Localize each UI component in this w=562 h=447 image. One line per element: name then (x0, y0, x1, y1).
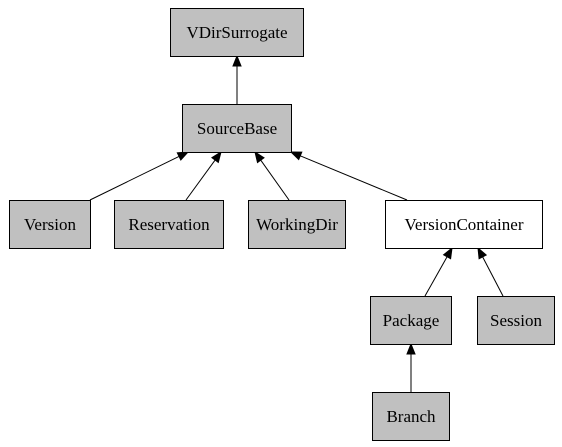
node-package: Package (370, 296, 452, 345)
node-sourcebase: SourceBase (182, 104, 292, 153)
node-label: VersionContainer (405, 215, 524, 234)
node-box (385, 200, 543, 249)
edge-line (185, 159, 216, 201)
edge-session-to-versioncontainer (477, 246, 504, 297)
edge-branch-to-package (406, 342, 416, 392)
node-label: SourceBase (197, 119, 277, 138)
edge-line (260, 159, 290, 201)
arrow-head (211, 150, 222, 164)
arrow-head (442, 246, 453, 260)
edge-package-to-versioncontainer (424, 246, 453, 297)
edge-line (89, 155, 180, 201)
node-workingdir: WorkingDir (248, 200, 346, 249)
node-box (170, 8, 304, 57)
node-version: Version (9, 200, 91, 249)
node-box (182, 104, 292, 153)
node-label: WorkingDir (256, 215, 338, 234)
edge-sourcebase-to-vdirsurrogate (232, 54, 242, 104)
node-branch: Branch (372, 392, 450, 441)
edge-reservation-to-sourcebase (185, 150, 222, 201)
node-label: Branch (386, 407, 436, 426)
edge-versioncontainer-to-sourcebase (289, 151, 408, 201)
arrow-head (254, 150, 265, 164)
node-label: Session (490, 311, 542, 330)
node-label: Package (383, 311, 440, 330)
arrow-head (176, 151, 190, 161)
node-box (248, 200, 346, 249)
edge-workingdir-to-sourcebase (254, 150, 290, 201)
node-box (370, 296, 452, 345)
node-label: VDirSurrogate (186, 23, 287, 42)
node-box (114, 200, 224, 249)
edge-version-to-sourcebase (89, 151, 190, 201)
node-vdirsurrogate: VDirSurrogate (170, 8, 304, 57)
node-box (9, 200, 91, 249)
arrow-head (289, 151, 303, 161)
edge-line (424, 256, 448, 297)
edges-layer (89, 54, 504, 392)
node-session: Session (477, 296, 555, 345)
node-reservation: Reservation (114, 200, 224, 249)
arrow-head (477, 246, 488, 260)
arrow-head (406, 342, 416, 355)
edge-line (482, 256, 504, 297)
arrow-head (232, 54, 242, 67)
node-versioncontainer: VersionContainer (385, 200, 543, 249)
edge-line (300, 155, 408, 201)
node-label: Version (24, 215, 76, 234)
node-label: Reservation (128, 215, 210, 234)
node-box (477, 296, 555, 345)
node-box (372, 392, 450, 441)
